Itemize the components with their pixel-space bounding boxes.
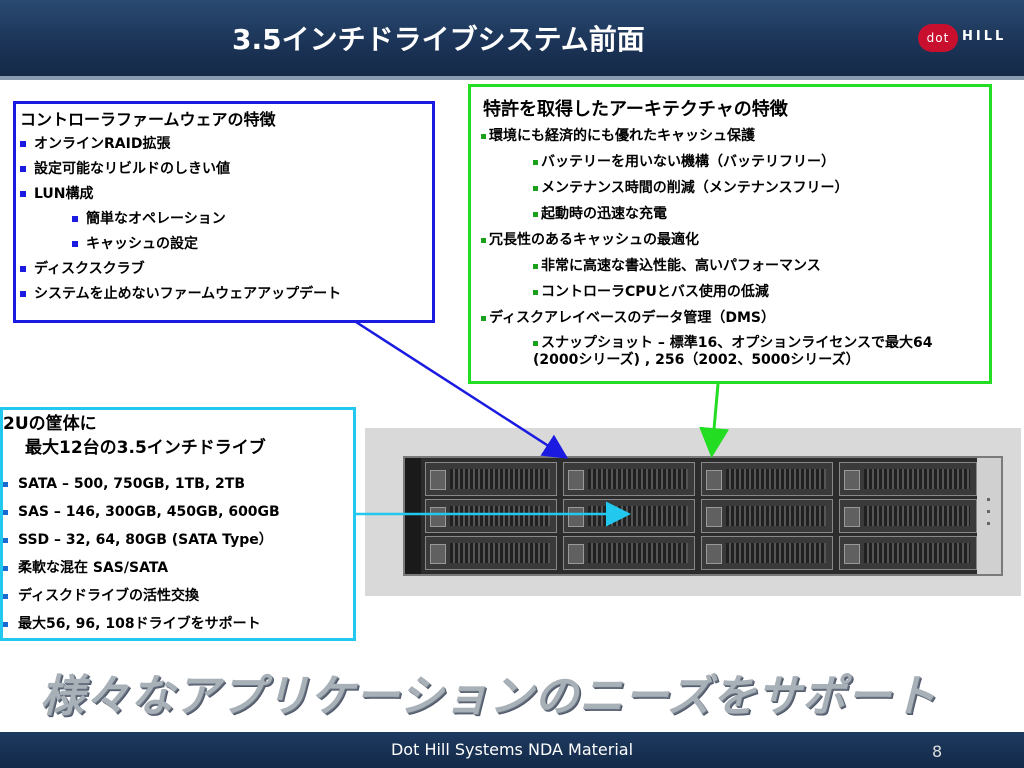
list-item: オンラインRAID拡張 — [20, 132, 341, 157]
drive-bay — [425, 462, 557, 496]
list-subitem: 非常に高速な書込性能、高いパフォーマンス — [481, 253, 973, 279]
firmware-features-box: コントローラファームウェアの特徴 オンラインRAID拡張 設定可能なリビルドのし… — [13, 101, 435, 323]
list-item: ディスクスクラブ — [20, 257, 341, 282]
slide-title: 3.5インチドライブシステム前面 — [232, 23, 645, 56]
drive-bay — [425, 499, 557, 533]
bullet-icon — [72, 216, 78, 222]
bullet-icon — [533, 289, 538, 295]
list-subitem: 簡単なオペレーション — [20, 207, 341, 232]
list-item: 最大56, 96, 108ドライブをサポート — [3, 610, 280, 638]
slogan-text: 様々なアプリケーションのニーズをサポート — [40, 671, 937, 722]
chassis-box-title: 2Uの筐体に 最大12台の3.5インチドライブ — [3, 414, 266, 458]
footer-bar: Dot Hill Systems NDA Material 8 — [0, 732, 1024, 768]
bullet-icon — [3, 621, 8, 627]
bullet-icon — [533, 159, 538, 165]
bullet-icon — [3, 509, 8, 515]
architecture-arrow — [699, 383, 730, 458]
bullet-icon — [481, 315, 486, 321]
list-subitem: スナップショット – 標準16、オプションライセンスで最大64 (2000シリー… — [533, 335, 933, 368]
bullet-icon — [3, 593, 8, 599]
drive-bay — [425, 536, 557, 570]
bullet-icon — [20, 266, 26, 272]
right-ear — [977, 458, 1001, 574]
list-item: SSD – 32, 64, 80GB (SATA Type） — [3, 526, 280, 554]
list-item: SAS – 146, 300GB, 450GB, 600GB — [3, 498, 280, 526]
drive-bay — [839, 499, 977, 533]
header-divider — [0, 76, 1024, 80]
logo-hill-text: HILL — [962, 29, 1007, 44]
drive-bay — [839, 462, 977, 496]
list-item: 柔軟な混在 SAS/SATA — [3, 554, 280, 582]
bullet-icon — [3, 481, 8, 487]
bullet-icon — [533, 185, 538, 191]
logo-dot-mark: dot — [918, 24, 958, 52]
drive-bay — [563, 536, 695, 570]
list-item: システムを止めないファームウェアアップデート — [20, 282, 341, 307]
architecture-box-title: 特許を取得したアーキテクチャの特徴 — [483, 99, 788, 120]
bullet-icon — [20, 166, 26, 172]
list-item: 環境にも経済的にも優れたキャッシュ保護 — [481, 123, 973, 149]
drive-bay — [701, 462, 833, 496]
bullet-icon — [72, 241, 78, 247]
list-item: ディスクドライブの活性交換 — [3, 582, 280, 610]
firmware-box-title: コントローラファームウェアの特徴 — [20, 110, 276, 129]
bullet-icon — [3, 565, 8, 571]
left-ear — [405, 458, 421, 574]
list-item: 設定可能なリビルドのしきい値 — [20, 157, 341, 182]
list-item: 冗長性のあるキャッシュの最適化 — [481, 227, 973, 253]
architecture-features-box: 特許を取得したアーキテクチャの特徴 環境にも経済的にも優れたキャッシュ保護 バッ… — [468, 84, 992, 384]
list-subitem: キャッシュの設定 — [20, 232, 341, 257]
bullet-icon — [20, 191, 26, 197]
footer-text: Dot Hill Systems NDA Material — [390, 740, 634, 759]
title-bar: 3.5インチドライブシステム前面 dot HILL — [0, 0, 1024, 76]
bullet-icon — [481, 133, 486, 139]
list-subitem: メンテナンス時間の削減（メンテナンスフリー） — [481, 175, 973, 201]
bullet-icon — [481, 237, 486, 243]
bullet-icon — [3, 537, 8, 543]
bullet-icon — [533, 211, 538, 217]
list-item: SATA – 500, 750GB, 1TB, 2TB — [3, 470, 280, 498]
firmware-arrow — [355, 320, 569, 459]
chassis-specs-box: 2Uの筐体に 最大12台の3.5インチドライブ SATA – 500, 750G… — [0, 407, 356, 641]
drive-bay — [701, 536, 833, 570]
list-subitem: コントローラCPUとバス使用の低減 — [481, 279, 973, 305]
dot-hill-logo: dot HILL — [918, 24, 1020, 52]
bullet-icon — [533, 263, 538, 269]
list-subitem: バッテリーを用いない機構（バッテリフリー） — [481, 149, 973, 175]
list-item: LUN構成 — [20, 182, 341, 207]
server-chassis-image — [403, 456, 1003, 576]
drive-bay — [839, 536, 977, 570]
bullet-icon — [20, 141, 26, 147]
bullet-icon — [20, 291, 26, 297]
list-item: ディスクアレイベースのデータ管理（DMS） — [481, 305, 973, 331]
drive-bay — [701, 499, 833, 533]
page-number: 8 — [932, 742, 943, 761]
drive-bay — [563, 462, 695, 496]
bullet-icon — [533, 340, 538, 346]
list-subitem: 起動時の迅速な充電 — [481, 201, 973, 227]
